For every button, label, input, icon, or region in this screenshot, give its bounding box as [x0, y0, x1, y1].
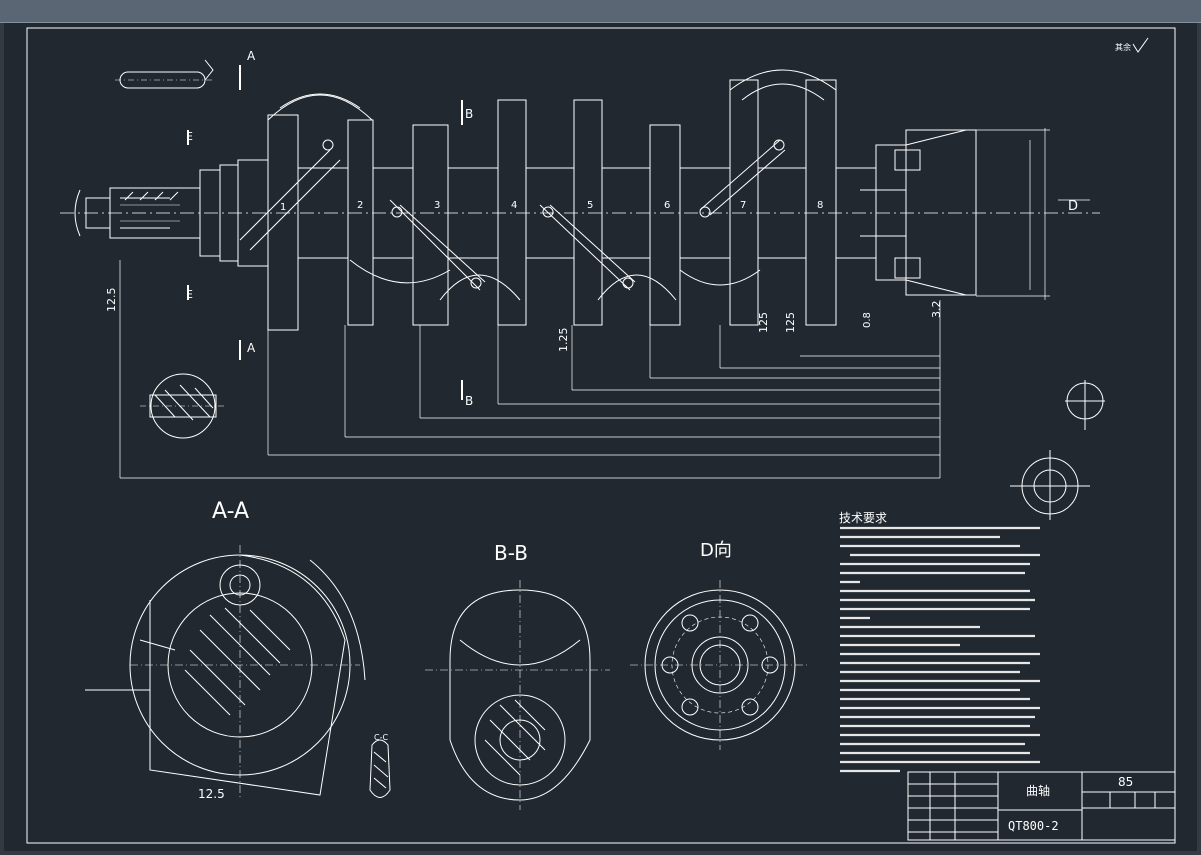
- section-letter-e-bottom: E: [186, 288, 193, 301]
- roughness-note-journal7: 125: [757, 312, 770, 333]
- section-a-a-view: [85, 545, 366, 800]
- journal-number-8: 8: [817, 200, 823, 211]
- section-b-b-title: B-B: [494, 541, 528, 565]
- journal-number-3: 3: [434, 200, 440, 211]
- front-end-shaft: [74, 159, 269, 267]
- roughness-note-flange: 0.8: [862, 312, 873, 328]
- journal-section-small: [140, 373, 226, 439]
- drawing-number: 85: [1118, 775, 1133, 789]
- roughness-note-journal5: 1.25: [557, 328, 570, 353]
- oil-hole-detail: [1065, 380, 1105, 430]
- main-journals: [267, 79, 877, 331]
- roughness-note-left: 12.5: [105, 288, 118, 313]
- journal-number-5: 5: [587, 200, 593, 211]
- section-c-c-title: C-C: [374, 733, 388, 742]
- window-title-bar: [0, 0, 1201, 23]
- d-direction-view: [630, 580, 810, 750]
- roughness-note-journal8: 125: [784, 312, 797, 333]
- section-letter-e-top: E: [186, 130, 193, 143]
- roughness-note-aa: 12.5: [198, 787, 225, 801]
- material: QT800-2: [1008, 819, 1059, 833]
- section-a-a-title: A-A: [212, 499, 249, 524]
- journal-number-6: 6: [664, 200, 670, 211]
- section-marks: [187, 65, 463, 400]
- oil-holes: [239, 139, 786, 291]
- key-detail: [115, 59, 215, 89]
- fillet-detail: [1010, 450, 1090, 520]
- part-name: 曲轴: [1026, 783, 1050, 798]
- section-letter-a-bottom: A: [247, 341, 256, 355]
- surface-roughness-symbol: [1132, 37, 1149, 53]
- section-letter-a-top: A: [247, 49, 256, 63]
- roughness-note-right: 3.2: [930, 301, 943, 319]
- drawing-border: [26, 27, 1176, 844]
- section-letter-b-bottom: B: [465, 394, 473, 408]
- tech-requirements-text-lines: [840, 526, 1040, 773]
- rear-flange: [860, 129, 977, 296]
- journal-number-2: 2: [357, 200, 363, 211]
- section-b-b-view: [425, 580, 610, 810]
- tech-requirements-title: 技术要求: [839, 511, 887, 525]
- section-letter-b-top: B: [465, 107, 473, 121]
- view-letter-d: D: [1068, 199, 1078, 214]
- journal-number-7: 7: [740, 200, 746, 211]
- journal-number-4: 4: [511, 200, 517, 211]
- journal-number-1: 1: [280, 202, 286, 213]
- length-dimensions: [119, 260, 941, 479]
- title-block: [907, 771, 1176, 841]
- roughness-other: 其余: [1115, 42, 1131, 52]
- counterweights: [267, 69, 837, 301]
- section-c-c-view: [369, 739, 391, 798]
- d-view-title: D向: [700, 540, 732, 561]
- diameter-dimensions: [976, 128, 1090, 300]
